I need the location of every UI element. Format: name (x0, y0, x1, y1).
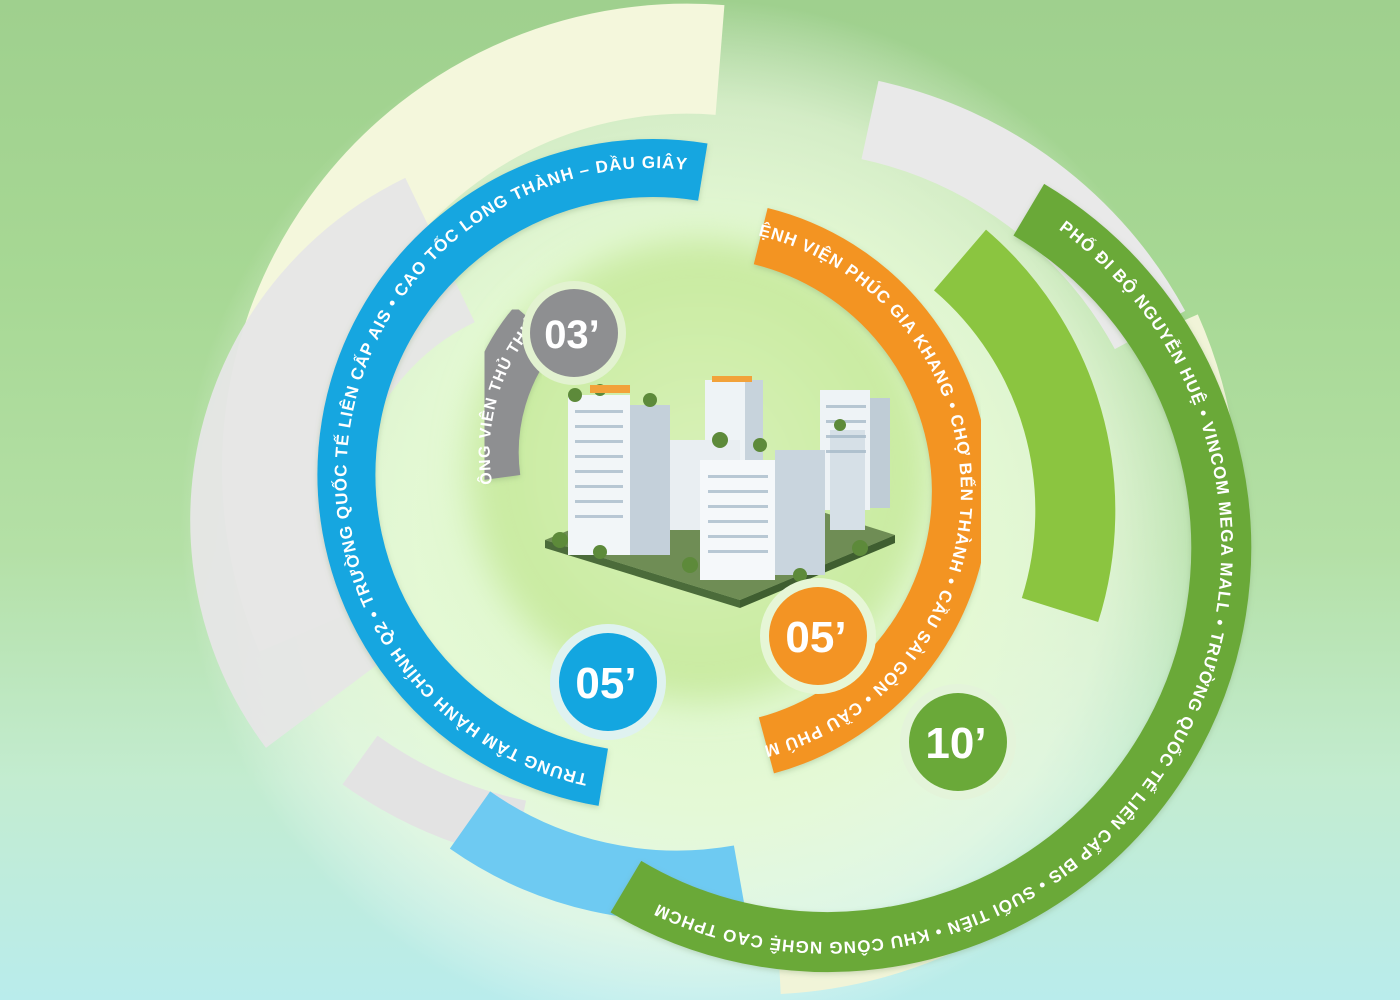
apartment-complex-illustration (545, 376, 895, 608)
decor-arc-lime (933, 229, 1116, 623)
ring-orange (753, 207, 990, 774)
gray-ring-time: 03’ (544, 313, 600, 357)
badge-blue-05: 05’ (550, 624, 666, 740)
ring-blue (317, 139, 708, 806)
green-ring-time: 10’ (925, 719, 986, 768)
orange-ring-time: 05’ (785, 613, 846, 662)
decor-arc-lightblue (449, 791, 747, 921)
badge-gray-03: 03’ (522, 281, 626, 385)
badge-orange-05: 05’ (760, 578, 876, 694)
ring-green (610, 183, 1252, 973)
badge-green-10: 10’ (900, 684, 1016, 800)
blue-ring-time: 05’ (575, 659, 636, 708)
